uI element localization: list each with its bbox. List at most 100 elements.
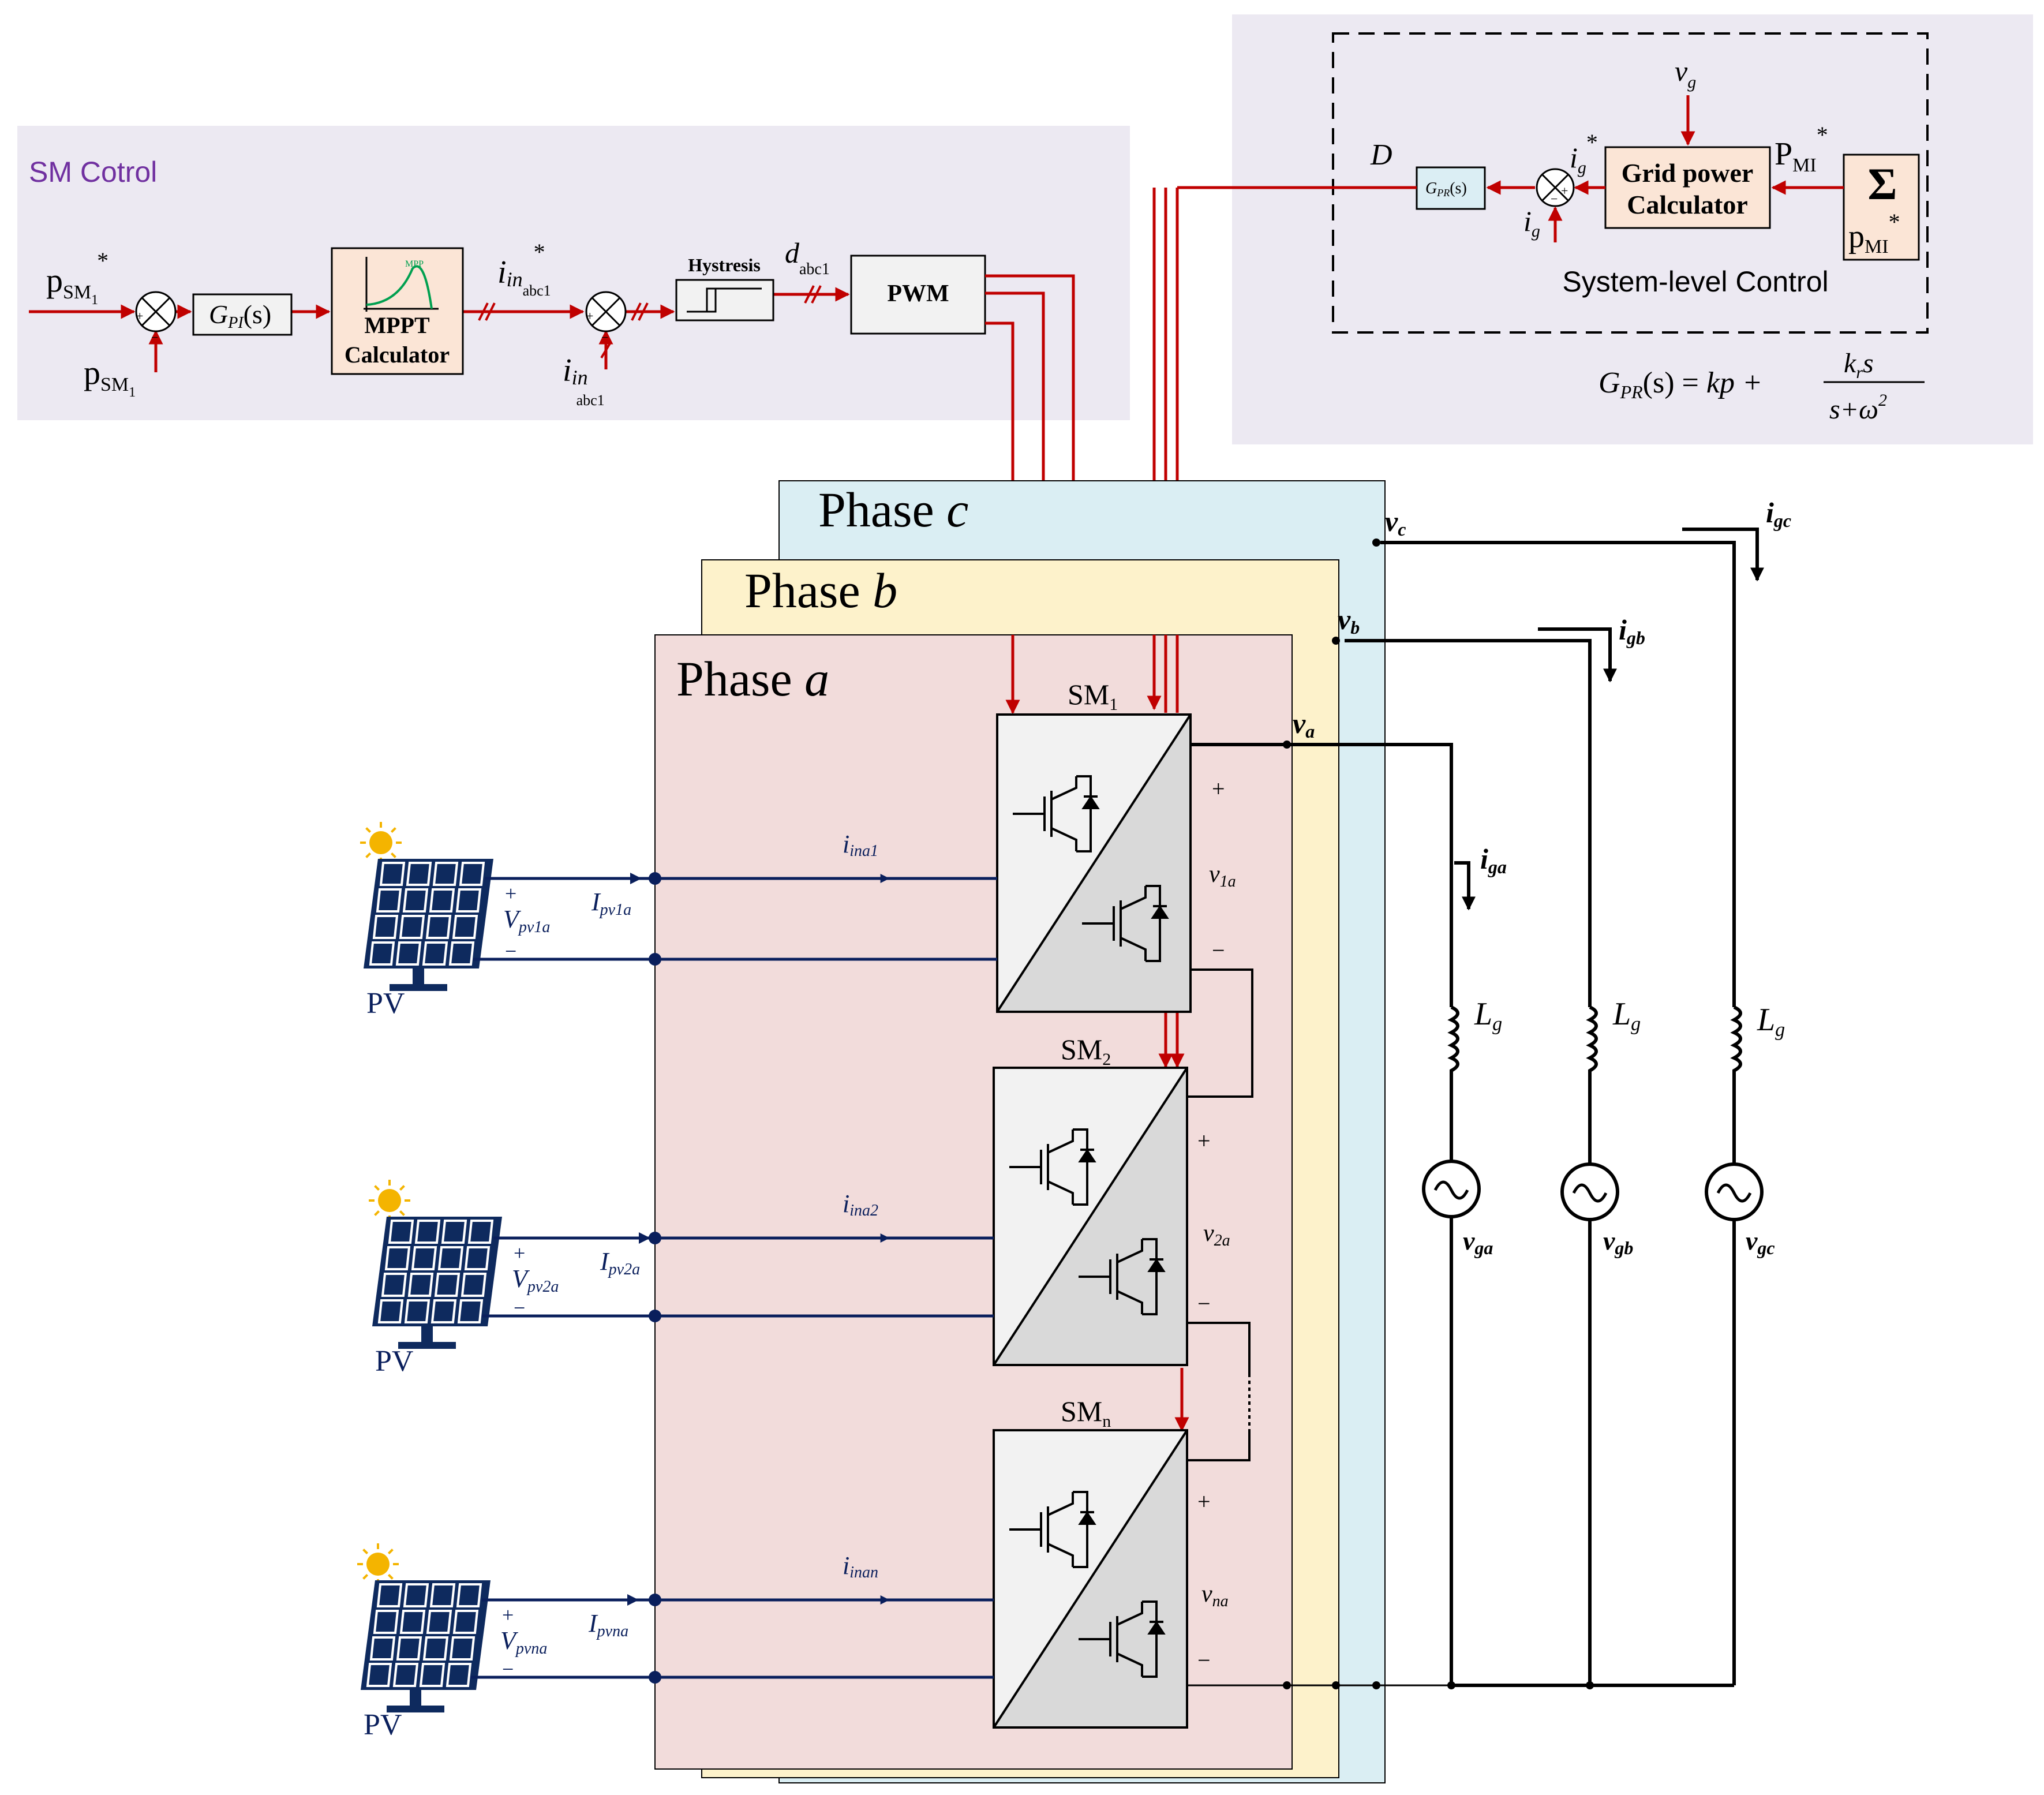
p-sm1-ref-label: pSM1* <box>46 248 108 308</box>
gpr-equation: GPR(s) = kp + krs s+ω2 <box>1598 348 1925 425</box>
svg-text:s+ω2: s+ω2 <box>1829 391 1887 425</box>
igc-label: igc <box>1766 496 1791 531</box>
vga-label: vga <box>1463 1226 1493 1258</box>
vc-label: vc <box>1385 505 1406 540</box>
svg-text:−: − <box>505 940 516 963</box>
igbt-switch-icon <box>1079 1600 1166 1678</box>
sun-icon <box>360 822 402 863</box>
phase-b-label: Phase b <box>744 563 897 618</box>
svg-text:vna: vna <box>1201 1581 1229 1610</box>
mppt-curve-icon: MPP <box>364 257 439 312</box>
svg-text:+: + <box>502 1603 514 1626</box>
svg-text:−: − <box>1212 937 1225 963</box>
svg-text:PWM: PWM <box>887 281 949 307</box>
svg-text:+: + <box>586 309 593 323</box>
inductor-label-b: Lg <box>1612 996 1641 1035</box>
phase-c-label: Phase c <box>818 482 968 537</box>
hysteresis-block <box>675 279 774 321</box>
iga-label: iga <box>1480 843 1507 877</box>
ac-source-icon-a <box>1422 1160 1481 1218</box>
pv-current-label: Ipvna <box>588 1609 628 1640</box>
d-label: D <box>1370 139 1392 171</box>
svg-text:MPPT: MPPT <box>364 312 430 338</box>
svg-text:MPP: MPP <box>405 259 424 269</box>
system-control-dashed-box <box>1332 32 1929 334</box>
vb-label: vb <box>1338 603 1360 638</box>
grid-power-calculator-block <box>1604 146 1771 229</box>
solar-panel-icon <box>372 1217 502 1349</box>
svg-text:GPI(s): GPI(s) <box>209 300 271 332</box>
vgc-label: vgc <box>1746 1226 1775 1258</box>
svg-text:v2a: v2a <box>1203 1220 1230 1250</box>
svg-text:+: + <box>1197 1489 1211 1514</box>
svg-text:−: − <box>151 330 158 345</box>
solar-panel-icon <box>361 1580 491 1712</box>
svg-text:−: − <box>1197 1647 1211 1673</box>
svg-text:+: + <box>136 309 143 323</box>
svg-text:Calculator: Calculator <box>1627 190 1748 219</box>
mppt-calculator-block <box>331 247 464 375</box>
iin-ref-label: iinabc1* <box>497 239 551 299</box>
igbt-switch-icon <box>1079 1238 1166 1315</box>
pv-unit-3: PV + −Vpvna Ipvna iinan <box>357 1543 994 1741</box>
igbt-switch-icon <box>1009 1491 1096 1568</box>
ig-ref-label: ig* <box>1570 129 1598 177</box>
sm-input-current-label: iina2 <box>843 1190 878 1220</box>
svg-text:GPR(s): GPR(s) <box>1425 180 1467 199</box>
svg-text:Σ: Σ <box>1868 159 1897 209</box>
svg-text:SM1: SM1 <box>1068 678 1118 714</box>
pv-label: PV <box>366 987 405 1020</box>
pwm-block <box>850 255 986 335</box>
vg-label: vg <box>1675 55 1696 92</box>
svg-text:+: + <box>1212 776 1225 802</box>
ac-source-icon-b <box>1560 1162 1619 1221</box>
sm-input-current-label: iinan <box>843 1551 878 1581</box>
svg-text:−: − <box>1551 192 1558 206</box>
svg-text:v1a: v1a <box>1209 861 1236 891</box>
submodule-1: SM1 + v1a − <box>996 678 1236 1013</box>
svg-text:+: + <box>1197 1128 1211 1154</box>
sigma-block <box>1843 154 1920 261</box>
ig-meas-label: ig <box>1523 205 1540 241</box>
ac-source-icon-c <box>1705 1162 1764 1221</box>
igb-label: igb <box>1619 614 1645 648</box>
hysteresis-label: Hystresis <box>688 255 761 275</box>
sm-control-title: SM Cotrol <box>29 156 157 188</box>
phase-a-label: Phase a <box>676 651 829 706</box>
svg-text:SMn: SMn <box>1061 1395 1111 1431</box>
sm-input-current-label: iina1 <box>843 830 878 860</box>
pv-label: PV <box>364 1708 402 1741</box>
svg-text:−: − <box>1197 1291 1211 1317</box>
svg-text:−: − <box>601 330 608 345</box>
inductor-label-a: Lg <box>1474 996 1502 1035</box>
solar-panel-icon <box>364 859 493 991</box>
submodule-n: SMn + vna − <box>993 1395 1229 1729</box>
svg-text:krs: krs <box>1844 348 1874 382</box>
svg-text:SM2: SM2 <box>1061 1033 1111 1069</box>
svg-text:GPR(s) = kp +: GPR(s) = kp + <box>1598 367 1762 402</box>
submodule-2: SM2 + v2a − <box>993 1033 1230 1366</box>
pmi-label: pMI* <box>1848 209 1900 257</box>
svg-text:Calculator: Calculator <box>345 342 450 368</box>
pv-current-label: Ipv1a <box>591 888 631 919</box>
svg-text:−: − <box>514 1296 525 1319</box>
pv-voltage-label: Vpvna <box>500 1626 547 1658</box>
svg-text:+: + <box>1561 184 1568 198</box>
igbt-switch-icon <box>1009 1128 1096 1206</box>
gpi-block <box>192 293 293 336</box>
pmi-ref-label: PMI* <box>1775 122 1828 176</box>
pv-current-label: Ipv2a <box>600 1247 640 1278</box>
sun-icon <box>357 1543 399 1585</box>
inductor-label-c: Lg <box>1757 1002 1785 1041</box>
inductor-icons <box>1447 1005 1742 1108</box>
pv-voltage-label: Vpv2a <box>512 1265 559 1296</box>
svg-text:−: − <box>502 1658 514 1681</box>
p-sm1-meas-label: pSM1 <box>84 354 136 400</box>
pv-unit-1: PV + − Vpv1a Ipv1a iina1 <box>360 822 997 1020</box>
svg-text:+: + <box>505 882 516 905</box>
pv-voltage-label: Vpv1a <box>503 905 550 936</box>
svg-text:Grid power: Grid power <box>1622 158 1754 188</box>
